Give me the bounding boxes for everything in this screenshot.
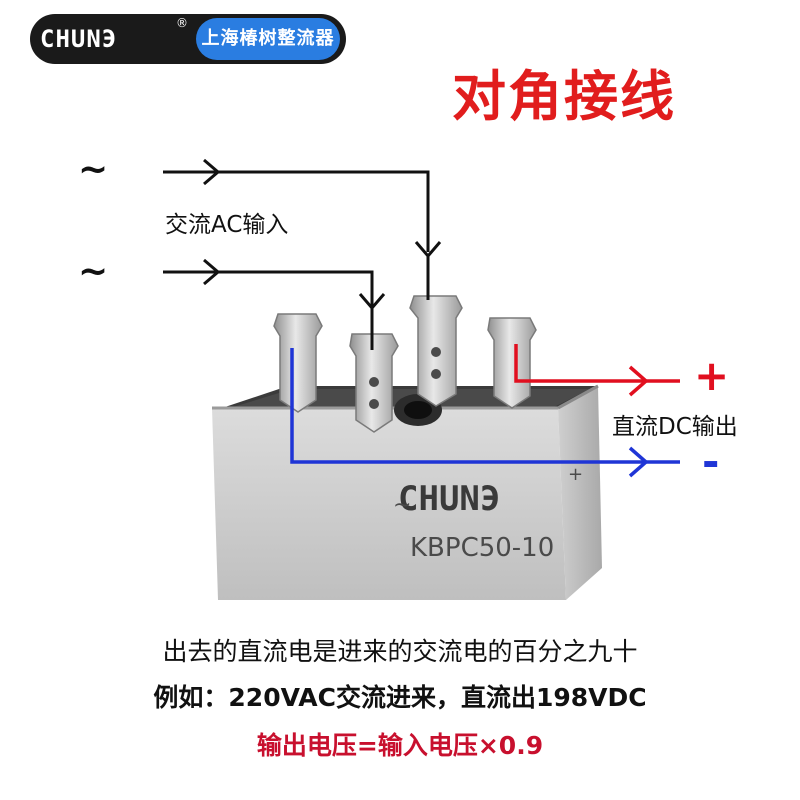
note-formula: 输出电压=输入电压×0.9 [256,731,544,760]
ac-mark: ~ [393,493,411,518]
arrow-right-icon [628,365,649,397]
note-example: 例如：220VAC交流进来，直流出198VDC [153,683,647,712]
dc-wire-positive [514,344,680,397]
ac-wire-top [163,158,442,300]
ac-tilde-bottom: ~ [78,251,109,292]
body-logo: CHUNЭ [398,479,500,519]
arrow-right-icon [203,158,221,186]
dc-output-label: 直流DC输出 [612,414,738,440]
terminal-positive [487,317,537,409]
ac-input-label: 交流AC输入 [165,212,289,238]
registered-mark: ® [176,16,188,30]
ac-wire-bottom [163,258,386,350]
dc-plus-mark: + [568,464,583,485]
arrow-right-icon [628,446,649,478]
brand-logo: CHUNЭ [40,25,118,53]
arrow-right-icon [203,258,221,286]
dc-plus-sign: + [694,351,730,400]
brand-badge: CHUNЭ ® 上海椿树整流器 [30,14,346,64]
ac-tilde-top: ~ [78,149,109,190]
terminal-ac-right [409,295,463,407]
dc-minus-sign: - [702,437,720,486]
company-pill: 上海椿树整流器 [196,18,340,60]
terminal-ac-left [349,333,399,433]
model-number: KBPC50-10 [410,533,554,563]
rectifier-body [212,384,602,600]
terminal-negative [273,313,323,413]
company-name: 上海椿树整流器 [201,28,335,49]
note-percentage: 出去的直流电是进来的交流电的百分之九十 [162,637,638,666]
dc-wire-negative [290,348,680,478]
page-title: 对角接线 [452,65,676,128]
